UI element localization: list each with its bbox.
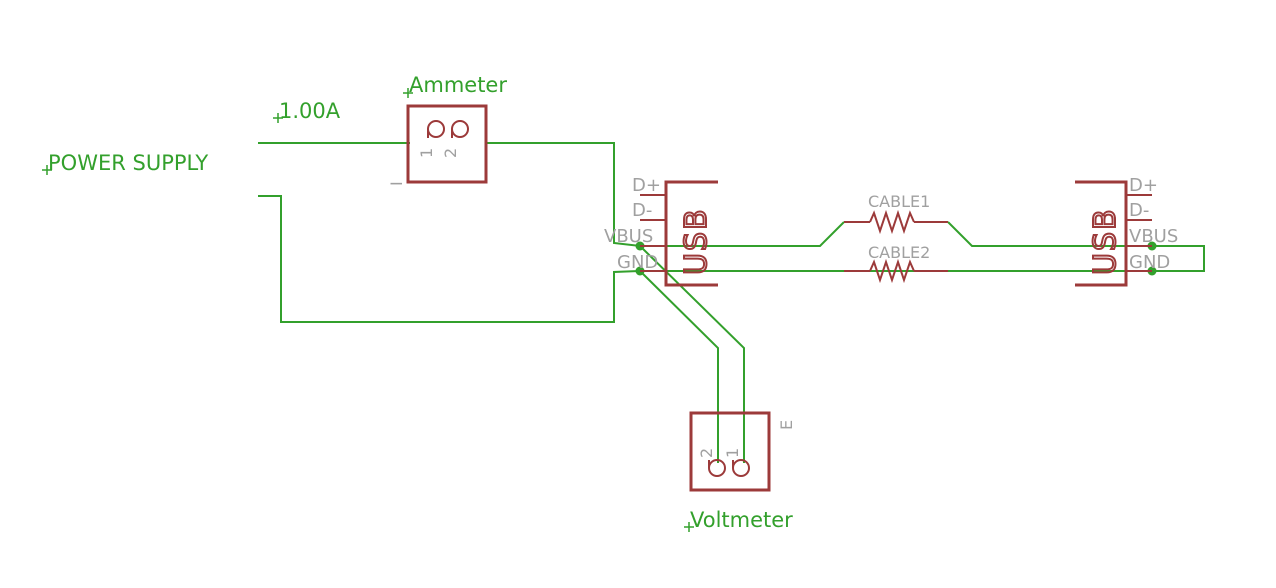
usb-left-gnd-label: GND bbox=[617, 252, 658, 273]
usb-right-dplus-label: D+ bbox=[1129, 175, 1158, 196]
power-supply-label-group: POWER SUPPLY bbox=[42, 151, 208, 175]
current-label-group: 1.00A bbox=[273, 99, 341, 123]
usb-left-name: USB bbox=[679, 207, 714, 275]
right-usb-loop-wire bbox=[1152, 245, 1205, 272]
usb-right-vbus-label: VBUS bbox=[1129, 226, 1178, 247]
vbus-cable1-wire bbox=[640, 221, 845, 247]
usb-right-name: USB bbox=[1088, 207, 1123, 275]
vbus-cable1-wire-right bbox=[947, 221, 1152, 247]
power-supply-label: POWER SUPPLY bbox=[48, 151, 208, 175]
usb-left-dminus-label: D- bbox=[632, 200, 652, 221]
ammeter-body bbox=[406, 104, 488, 184]
voltmeter-side-label: E bbox=[777, 420, 796, 430]
current-value-label: 1.00A bbox=[279, 99, 341, 123]
ammeter-terminal-icon bbox=[451, 120, 469, 138]
voltmeter-gnd-wire bbox=[639, 270, 719, 463]
voltmeter-label: Voltmeter bbox=[690, 508, 793, 532]
cable2-resistor: CABLE2 bbox=[844, 243, 948, 284]
usb-left-body bbox=[664, 180, 718, 287]
voltmeter-vbus-wire bbox=[639, 245, 745, 463]
ammeter: Ammeter 1 2 I bbox=[387, 73, 507, 186]
voltmeter-pin1-number: 1 bbox=[723, 448, 742, 458]
usb-connector-right: D+ D- VBUS GND USB bbox=[1075, 175, 1178, 287]
resistor-zigzag-icon bbox=[869, 209, 915, 235]
usb-left-vbus-label: VBUS bbox=[604, 226, 653, 247]
usb-right-gnd-label: GND bbox=[1129, 252, 1170, 273]
usb-right-dminus-label: D- bbox=[1129, 200, 1149, 221]
resistor-zigzag-icon bbox=[869, 258, 915, 284]
cable1-resistor: CABLE1 bbox=[844, 192, 948, 235]
ammeter-label: Ammeter bbox=[409, 73, 507, 97]
wires bbox=[258, 142, 1205, 463]
voltmeter-pin2-number: 2 bbox=[697, 448, 716, 458]
usb-left-dplus-label: D+ bbox=[632, 175, 661, 196]
supply-negative-wire bbox=[258, 195, 641, 323]
ammeter-terminal-icon bbox=[427, 120, 445, 138]
voltmeter-body bbox=[689, 411, 771, 492]
usb-right-body bbox=[1075, 180, 1128, 287]
cable2-label: CABLE2 bbox=[868, 243, 930, 262]
voltmeter-terminal-icon bbox=[732, 459, 750, 477]
ammeter-side-label: I bbox=[387, 181, 406, 186]
usb-connector-left: D+ D- VBUS GND USB bbox=[604, 175, 718, 287]
ammeter-pin2-number: 2 bbox=[441, 148, 460, 158]
ammeter-pin1-number: 1 bbox=[417, 148, 436, 158]
voltmeter: 2 1 E Voltmeter bbox=[684, 411, 796, 532]
cable1-label: CABLE1 bbox=[868, 192, 930, 211]
ammeter-to-usb-vbus-wire bbox=[486, 142, 641, 247]
